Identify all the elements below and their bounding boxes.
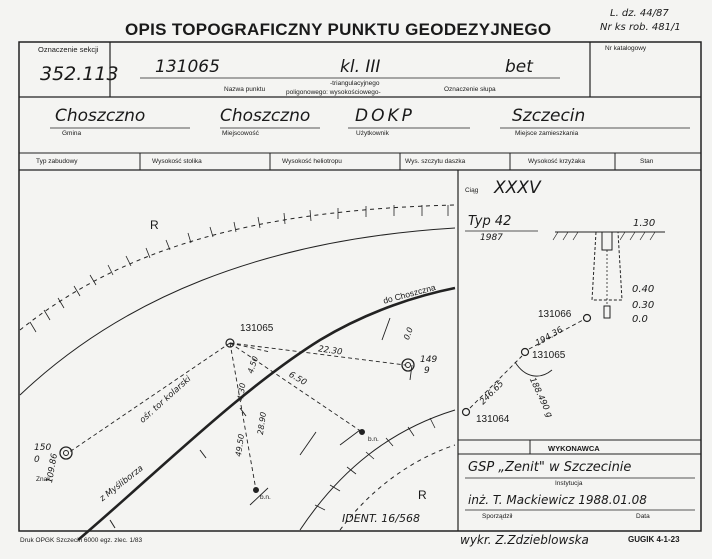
- point-131065-right: 131065: [532, 350, 566, 361]
- marker-label: Oznaczenie słupa: [444, 86, 496, 93]
- p149-top: 149: [420, 355, 438, 365]
- page-title: OPIS TOPOGRAFICZNY PUNKTU GEODEZYJNEGO: [125, 20, 552, 39]
- gmina-value: Choszczno: [55, 106, 146, 126]
- ref-number-1: L. dz. 44/87: [610, 8, 669, 19]
- dim-0-0-right: 0.0: [632, 314, 648, 325]
- company-value: GSP „Zenit" w Szczecinie: [468, 460, 632, 475]
- main-point-label: 131065: [240, 323, 274, 334]
- form-code: GUGIK 4-1-23: [628, 535, 680, 544]
- point-class-value: kl. III: [340, 57, 381, 77]
- zamieszkanie-value: Szczecin: [512, 106, 586, 126]
- dim-1-30: 1.30: [633, 218, 656, 229]
- point-131066: 131066: [538, 309, 572, 320]
- p150-bottom: 0: [34, 455, 40, 465]
- r-label-bottom: R: [418, 488, 427, 502]
- znak-label: Znak: [36, 476, 51, 483]
- catalog-label: Nr katalogowy: [605, 45, 647, 52]
- bn-label-2: b.n.: [260, 494, 271, 501]
- col-wys-szczytu-daszka: Wys. szczytu daszka: [405, 158, 466, 165]
- ciag-label: Ciąg: [465, 187, 479, 194]
- sporzadzil-label: Sporządził: [482, 513, 513, 520]
- point-type-line1: -triangulacyjnego: [330, 80, 380, 87]
- uzytkownik-label: Użytkownik: [356, 130, 389, 137]
- typ-value: Typ 42: [468, 214, 512, 229]
- section-label: Oznaczenie sekcji: [38, 45, 99, 54]
- ident-label: IDENT. 16/568: [342, 512, 420, 525]
- dim-0-30: 0.30: [632, 300, 655, 311]
- miejscowosc-label: Miejscowość: [222, 130, 259, 137]
- point-name-label: Nazwa punktu: [224, 86, 266, 93]
- wykonawca-label: WYKONAWCA: [548, 444, 600, 453]
- year-value: 1987: [480, 233, 503, 243]
- col-stan: Stan: [640, 158, 654, 165]
- point-name-value: 131065: [155, 57, 220, 77]
- r-label-top: R: [150, 218, 159, 232]
- ref-number-2: Nr ks rob. 481/1: [600, 22, 681, 33]
- marker-cross-section: [461, 231, 665, 417]
- bn-label-1: b.n.: [368, 436, 379, 443]
- person-value: inż. T. Mackiewicz 1988.01.08: [468, 493, 647, 507]
- p149-bottom: 9: [424, 366, 430, 376]
- col-wysokosc-stolika: Wysokość stolika: [152, 158, 202, 165]
- topographic-sketch: [19, 204, 456, 541]
- instytucja-label: Instytucja: [555, 480, 583, 487]
- col-wysokosc-heliotropu: Wysokość heliotropu: [282, 158, 342, 165]
- p150-top: 150: [34, 443, 52, 453]
- gmina-label: Gmina: [62, 130, 82, 137]
- data-label: Data: [636, 513, 650, 520]
- point-131064: 131064: [476, 414, 510, 425]
- ciag-value: XXXV: [494, 178, 541, 198]
- printer-note: Druk OPGK Szczecin 6000 egz. zlec. 1/83: [20, 537, 143, 544]
- col-wysokosc-krzyzaka: Wysokość krzyżaka: [528, 158, 586, 165]
- drafter-note: wykr. Z.Zdzieblowska: [460, 533, 589, 547]
- col-typ-zabudowy: Typ zabudowy: [36, 158, 78, 165]
- section-value: 352.113: [40, 63, 119, 85]
- dim-0-40: 0.40: [632, 284, 655, 295]
- point-type-line2: poligonowego: wysokościowego-: [286, 89, 381, 96]
- miejscowosc-value: Choszczno: [220, 106, 311, 126]
- zamieszkanie-label: Miejsce zamieszkania: [515, 130, 579, 137]
- uzytkownik-value: DOKP: [355, 106, 415, 126]
- marker-value: bet: [505, 57, 533, 77]
